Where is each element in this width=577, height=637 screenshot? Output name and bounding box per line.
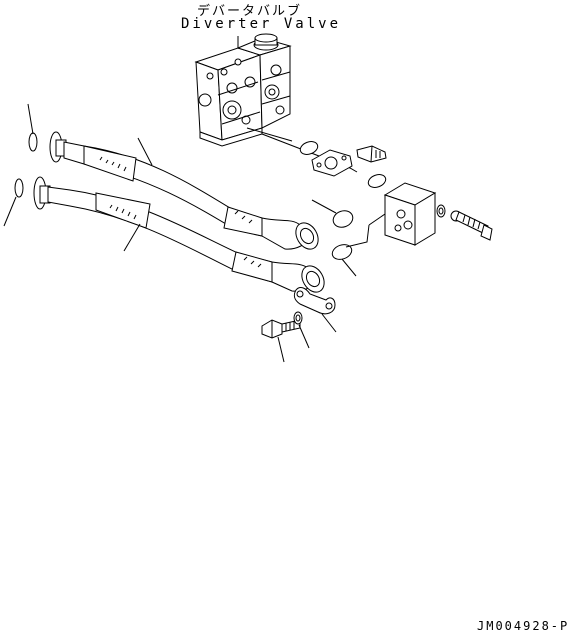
leader-left-lower	[3, 196, 17, 227]
o-ring-mid	[367, 174, 387, 188]
split-flange-lower	[293, 286, 336, 315]
o-ring-valve	[299, 141, 319, 155]
block-leader	[345, 224, 370, 248]
leader-bolt-lower	[277, 336, 285, 363]
flange-block	[383, 182, 437, 246]
block-leader-b	[368, 213, 386, 226]
title-japanese: デバータバルブ	[197, 4, 303, 19]
bolt-lower	[261, 319, 301, 339]
diverter-valve	[194, 33, 292, 147]
leader-washer-lower	[298, 324, 310, 349]
hose-upper	[49, 131, 319, 250]
leader-o-ring-lower	[341, 258, 357, 277]
o-ring-left-upper	[28, 132, 38, 152]
leader-left-upper	[27, 103, 34, 135]
title-english: Diverter Valve	[181, 16, 342, 32]
leader-split-flange	[321, 313, 337, 333]
o-ring-left-lower	[14, 178, 24, 198]
leader-hose-lower	[123, 223, 141, 252]
leader-o-ring-upper	[311, 199, 337, 214]
washer-right	[436, 204, 446, 218]
reference-code: JM004928-P	[477, 619, 570, 633]
washer-lower	[293, 311, 303, 325]
bolt-upper	[356, 145, 387, 163]
bolt-right	[450, 210, 493, 241]
split-flange-upper	[311, 149, 353, 177]
o-ring-block-lower	[331, 244, 353, 260]
valve-leader-b	[261, 133, 358, 173]
leader-hose-upper	[137, 137, 153, 166]
valve-leader-a	[246, 127, 293, 142]
o-ring-block-upper	[332, 210, 354, 228]
hose-lower	[33, 176, 325, 293]
